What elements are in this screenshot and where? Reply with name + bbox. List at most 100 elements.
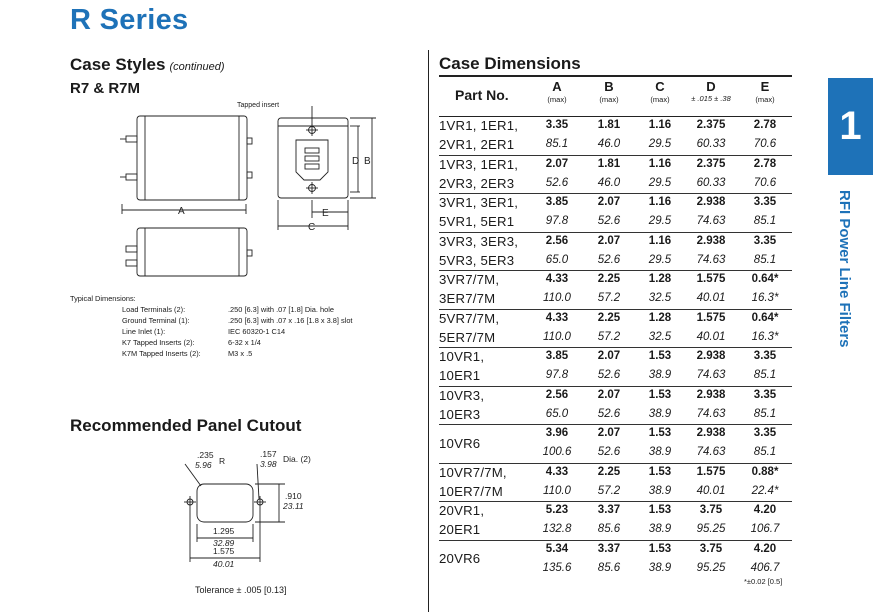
dim-inch-value: 2.07 [597, 196, 621, 208]
dim-mm-value: 16.3* [751, 330, 779, 343]
tapped-insert-callout: Tapped insert [237, 102, 280, 109]
part-number: 3VR3, 3ER3, [439, 233, 519, 249]
part-no-header: Part No. [455, 87, 509, 103]
dim-mm-value: 85.1 [753, 369, 777, 381]
case-models-label: R7 & R7M [70, 80, 141, 97]
col-header-e: E (max) [741, 79, 789, 104]
cutout-height-mm: 23.11 [282, 501, 304, 511]
dim-inch-value: 4.33 [545, 311, 569, 324]
panel-cutout-drawing: .235 5.96 R .157 3.98 Dia. (2) .910 23.1… [184, 450, 311, 569]
header-rule [439, 116, 792, 117]
dim-mm-value: 74.63 [696, 253, 726, 266]
typical-value: M3 x .5 [228, 349, 253, 358]
section-number-tab: 1 [828, 78, 873, 175]
dim-inch-value: 0.88* [751, 465, 779, 478]
dim-inch-value: 3.85 [545, 350, 569, 362]
part-number: 10ER3 [439, 406, 481, 422]
dim-mm-value: 74.63 [696, 215, 726, 227]
dim-inch-value: 2.07 [545, 157, 569, 170]
dim-inch-value: 5.23 [545, 504, 569, 516]
typical-value: 6-32 x 1/4 [228, 338, 261, 347]
dim-mm-value: 97.8 [545, 369, 569, 381]
dim-mm-value: 57.2 [597, 330, 621, 343]
dim-inch-value: 2.78 [753, 157, 777, 170]
dim-mm-value: 95.25 [696, 523, 726, 535]
typical-row: Ground Terminal (1):.250 [6.3] with .07 … [70, 315, 352, 326]
typical-label: Ground Terminal (1): [122, 316, 190, 325]
col-letter: E [760, 79, 770, 94]
dim-mm-value: 110.0 [543, 484, 571, 497]
dim-mm-value: 60.33 [696, 176, 726, 189]
case-outline-drawing: A D B E C [120, 106, 376, 277]
dim-mm-value: 70.6 [753, 176, 777, 189]
row-separator [439, 462, 792, 464]
typical-value: .250 [6.3] with .07 [1.8] Dia. hole [228, 305, 334, 314]
typical-row: K7 Tapped Inserts (2):6-32 x 1/4 [70, 337, 352, 348]
part-number: 10VR1, [439, 349, 485, 364]
dim-mm-value: 95.25 [696, 561, 726, 574]
part-number: 10ER1 [439, 368, 481, 383]
cutout-width1-in: 1.295 [213, 526, 235, 536]
dim-mm-value: 38.9 [648, 369, 672, 381]
typical-label: K7M Tapped Inserts (2): [122, 349, 201, 358]
cutout-width2-in: 1.575 [213, 546, 235, 556]
col-letter: B [604, 79, 614, 94]
dim-mm-value: 106.7 [750, 523, 780, 535]
typical-dimensions-title: Typical Dimensions: [70, 294, 136, 303]
dim-inch-value: 2.375 [696, 119, 726, 131]
dim-mm-value: 85.1 [753, 253, 777, 266]
cutout-dia-mm: 3.98 [260, 459, 277, 469]
dim-inch-value: 2.938 [696, 196, 726, 208]
typical-row: Load Terminals (2):.250 [6.3] with .07 [… [70, 304, 352, 315]
dim-mm-value: 85.6 [597, 523, 621, 535]
row-separator [439, 231, 792, 233]
part-number: 10VR7/7M, [439, 464, 507, 480]
dim-label-e: E [322, 208, 329, 219]
col-sub: (max) [650, 95, 670, 104]
cutout-dia-label: Dia. (2) [283, 454, 311, 464]
case-dimensions-title: Case Dimensions [439, 54, 581, 73]
dim-inch-value: 3.37 [597, 542, 621, 555]
dim-label-c: C [308, 222, 315, 233]
dim-mm-value: 52.6 [597, 253, 621, 266]
dim-inch-value: 4.20 [753, 542, 777, 555]
dim-mm-value: 57.2 [597, 292, 621, 304]
row-separator [439, 193, 792, 194]
col-letter: C [655, 79, 665, 94]
col-letter: D [706, 79, 716, 94]
dim-inch-value: 1.28 [648, 273, 672, 285]
cutout-height-in: .910 [285, 491, 302, 501]
dim-mm-value: 40.01 [696, 484, 726, 497]
dim-inch-value: 2.07 [597, 388, 621, 401]
dim-mm-value: 38.9 [648, 407, 672, 420]
dim-mm-value: 65.0 [545, 407, 569, 420]
cutout-dia-in: .157 [260, 450, 277, 459]
dim-inch-value: 2.375 [696, 157, 726, 170]
dim-inch-value: 1.28 [648, 311, 672, 324]
dim-inch-value: 3.35 [545, 119, 569, 131]
dim-inch-value: 3.35 [753, 196, 777, 208]
cutout-width2-mm: 40.01 [213, 559, 235, 569]
series-title: R Series [70, 4, 189, 36]
typical-row: Line Inlet (1):IEC 60320-1 C14 [70, 326, 352, 337]
dim-mm-value: 46.0 [597, 138, 621, 150]
row-separator [439, 501, 792, 502]
dim-mm-value: 29.5 [648, 138, 672, 150]
dim-inch-value: 4.20 [753, 504, 777, 516]
dim-inch-value: 4.33 [545, 273, 569, 285]
dim-mm-value: 97.8 [545, 215, 569, 227]
row-separator [439, 270, 792, 271]
dim-inch-value: 2.78 [753, 119, 777, 131]
dim-inch-value: 2.938 [696, 350, 726, 362]
cutout-radius-mm: 5.96 [195, 460, 212, 470]
dim-mm-value: 85.1 [753, 407, 777, 420]
dim-mm-value: 38.9 [648, 484, 672, 497]
dim-inch-value: 1.53 [648, 465, 672, 478]
part-number: 10VR3, [439, 387, 485, 403]
